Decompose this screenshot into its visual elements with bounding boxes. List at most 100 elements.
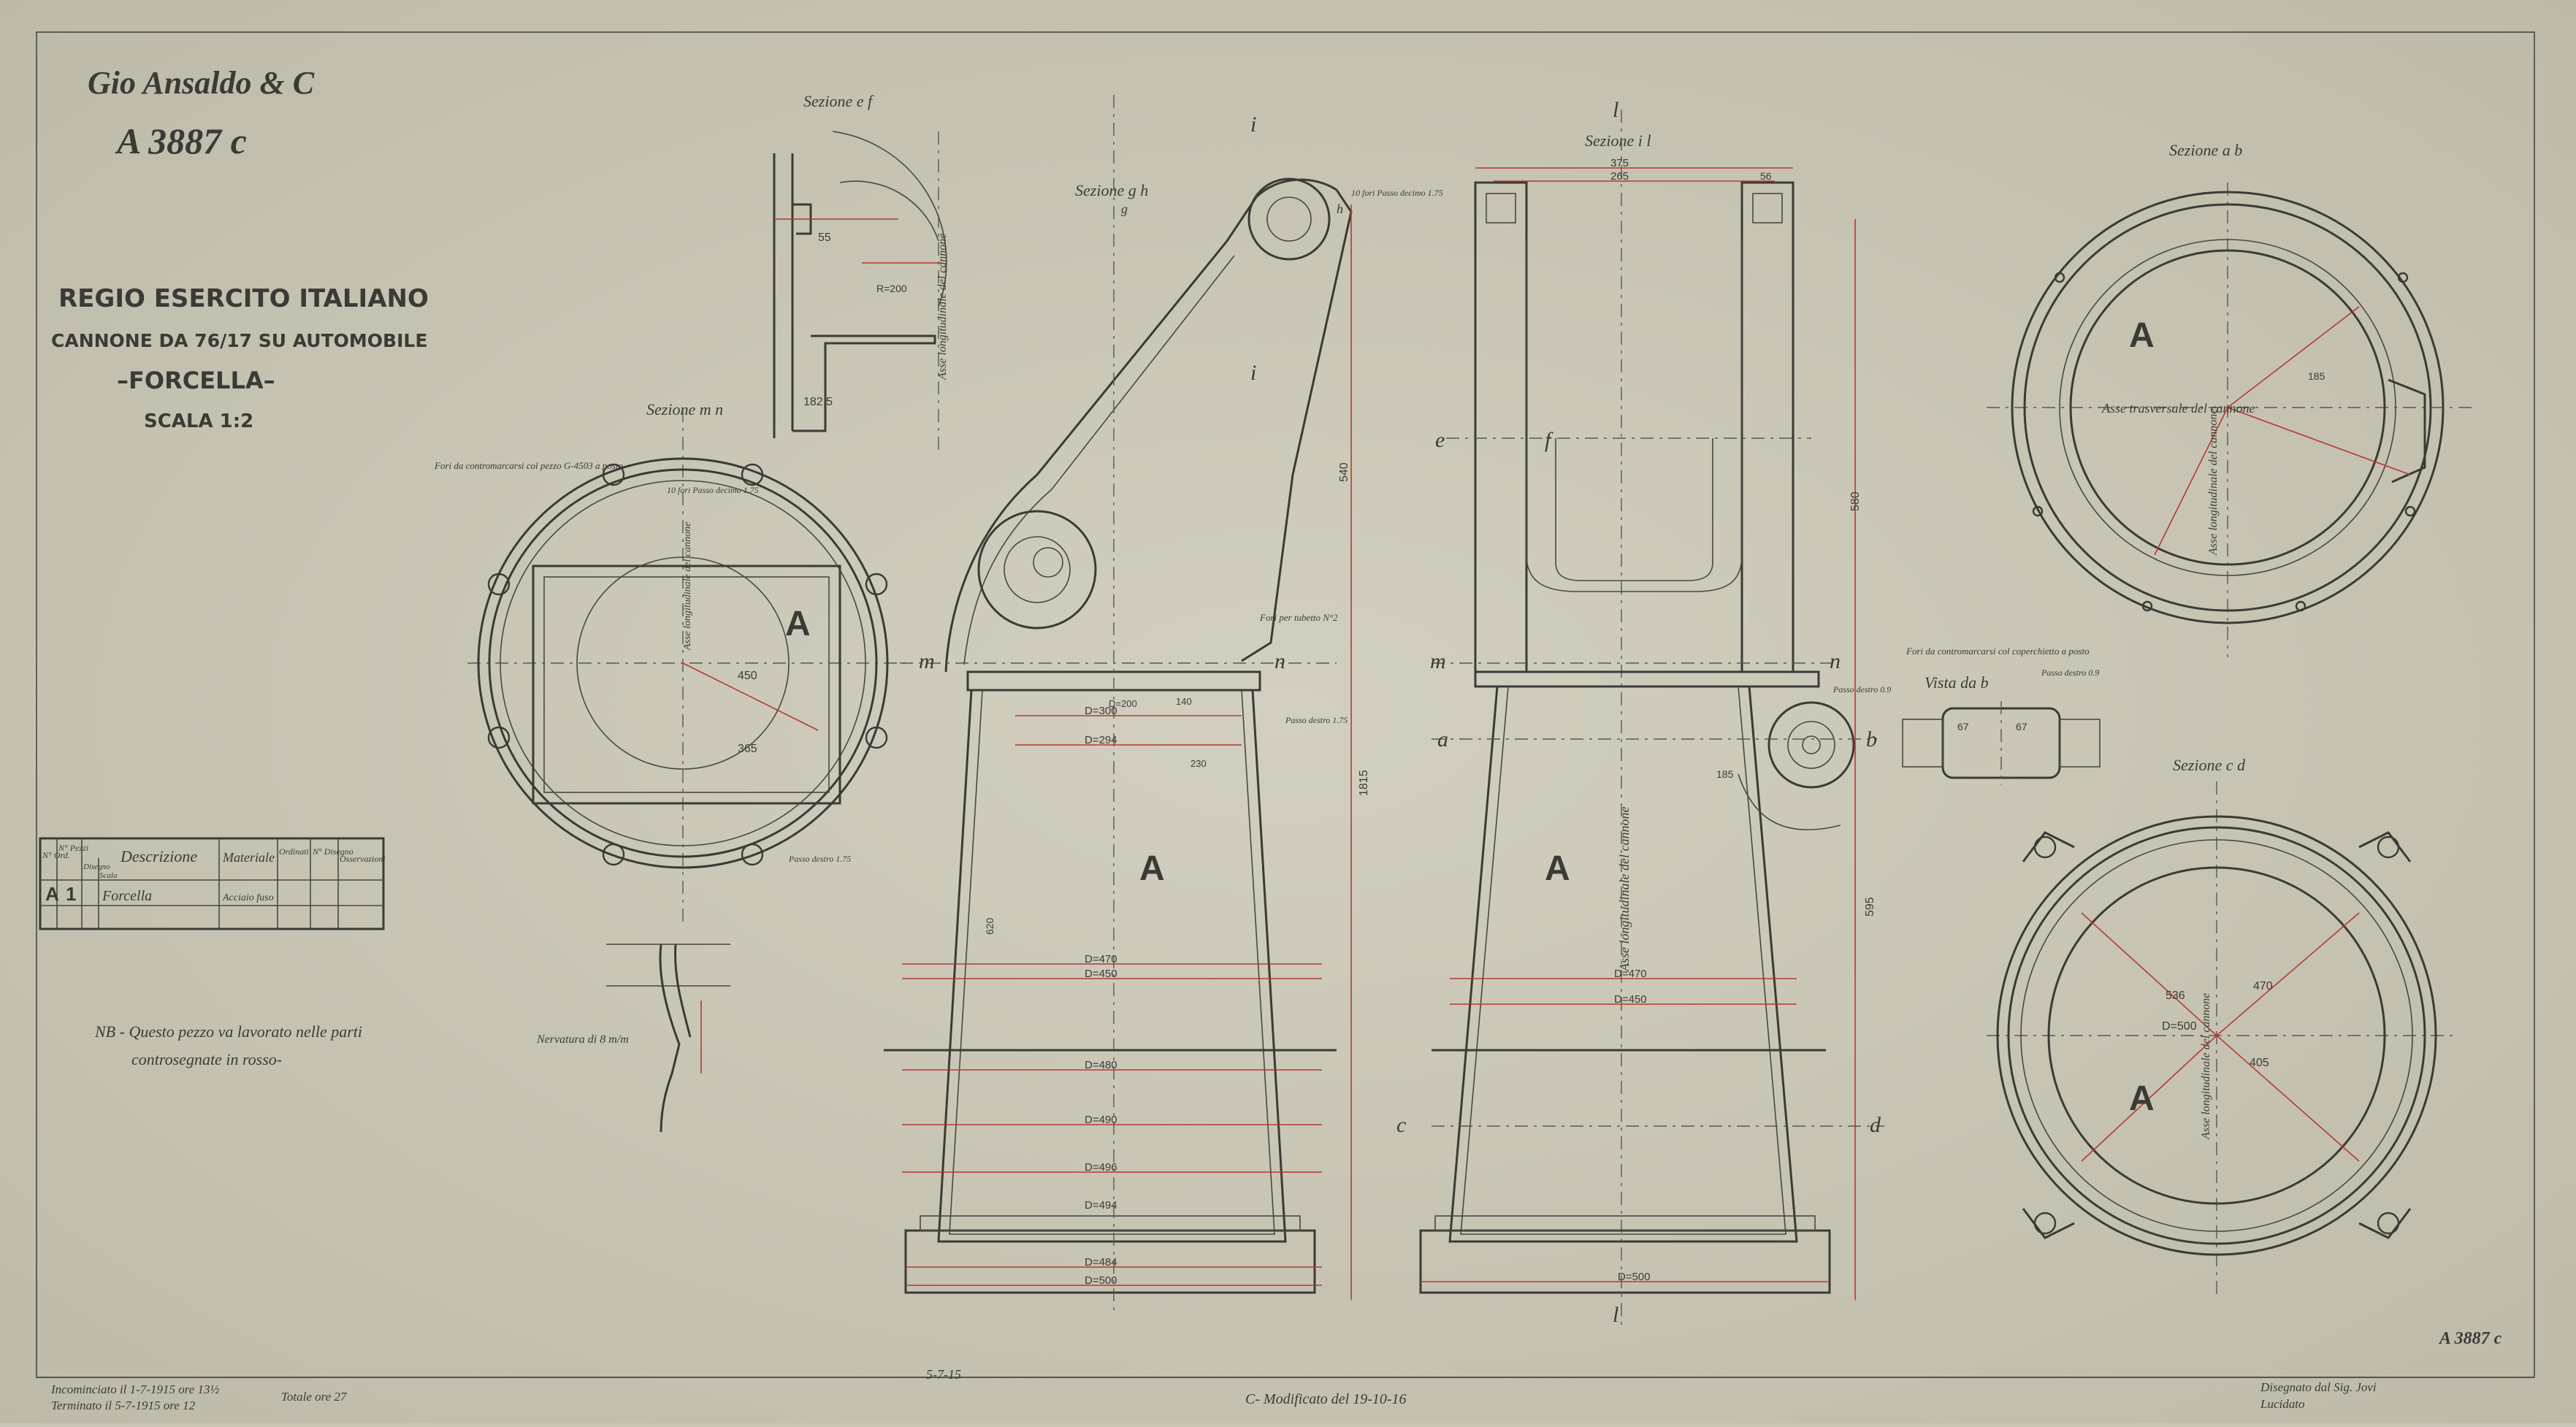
section-ef-label: Sezione e f: [803, 92, 874, 110]
table-header-description: Descrizione: [120, 847, 197, 865]
dim-d200: D=200: [1109, 698, 1137, 709]
letter-e: e: [1435, 428, 1445, 452]
table-row-qty: 1: [66, 883, 76, 905]
letter-c: c: [1396, 1113, 1406, 1137]
table-row-number: A: [45, 883, 59, 905]
footer: Incominciato il 1-7-1915 ore 13½ Termina…: [37, 1329, 2534, 1412]
dim-56: 56: [1760, 170, 1772, 182]
dim-265: 265: [1610, 170, 1629, 183]
section-ab-view: Sezione a b A Asse trasversale del canno…: [1987, 141, 2476, 657]
dim-375: 375: [1610, 157, 1629, 169]
section-cd-label: Sezione c d: [2173, 756, 2246, 774]
axis-cd-long: Asse longitudinale del cannone: [2200, 993, 2212, 1140]
dim-il-450: D=450: [1614, 993, 1647, 1006]
footer-traced: Lucidato: [2260, 1397, 2304, 1411]
dim-230: 230: [1190, 758, 1207, 769]
dim-r200: R=200: [876, 283, 907, 294]
table-header-ord: N° Ord.: [42, 850, 70, 860]
dim-540: 540: [1338, 462, 1350, 482]
footer-started: Incominciato il 1-7-1915 ore 13½: [50, 1382, 219, 1396]
section-cd-view: Sezione c d A 536 470 D=500 405 Asse lon…: [1987, 756, 2454, 1300]
letter-i-mid: i: [1250, 361, 1256, 385]
dim-484: D=484: [1085, 1256, 1117, 1269]
ab-bolt-holes: [2032, 272, 2416, 612]
axis-ef-long: Asse longitudinale del cannone: [936, 234, 949, 380]
axis-il-long: Asse longitudinale del cannone: [1617, 807, 1632, 972]
table-subheader-scala: Scala: [99, 871, 118, 880]
dim-480: D=480: [1085, 1059, 1117, 1071]
footer-drawing-number: A 3887 c: [2438, 1329, 2502, 1348]
title-block: Gio Ansaldo & C A 3887 c REGIO ESERCITO …: [51, 65, 429, 432]
view-b: Fori da contromarcarsi col coperchietto …: [1902, 646, 2101, 785]
dim-182: 182,5: [803, 396, 833, 408]
dim-405: 405: [2250, 1057, 2269, 1069]
dim-300: D=300: [1085, 705, 1117, 717]
gh-fori-note: 10 fori Passo decimo 1.75: [1351, 188, 1443, 198]
section-ab-label: Sezione a b: [2169, 141, 2242, 159]
footer-initials: 5-7-15: [926, 1367, 961, 1382]
dim-494: D=494: [1085, 1199, 1117, 1212]
ab-part-letter: A: [2129, 316, 2155, 355]
footer-modification: C- Modificato del 19-10-16: [1245, 1391, 1407, 1407]
table-header-material: Materiale: [222, 850, 275, 865]
il-part-letter: A: [1545, 849, 1570, 888]
vista-b-fori-note: Fori da contromarcarsi col coperchietto …: [1906, 646, 2090, 657]
section-il-label: Sezione i l: [1585, 131, 1651, 150]
dim-55: 55: [818, 232, 831, 244]
letter-n-left: n: [1274, 649, 1285, 673]
table-row-description: Forcella: [102, 888, 152, 904]
section-gh-label: Sezione g h: [1075, 181, 1148, 199]
letter-m-right: m: [1430, 649, 1446, 673]
dim-il-470: D=470: [1614, 968, 1647, 980]
dim-ab-185: 185: [2308, 370, 2325, 382]
letter-d: d: [1870, 1113, 1881, 1137]
footer-finished: Terminato il 5-7-1915 ore 12: [51, 1399, 196, 1412]
dim-496: D=496: [1085, 1161, 1117, 1174]
dim-1815: 1815: [1358, 770, 1370, 796]
section-mn-view: Sezione m n A 450 365 Fori da contromarc…: [434, 400, 906, 924]
dim-580: 580: [1849, 491, 1862, 511]
section-mn-label: Sezione m n: [646, 400, 723, 418]
dim-cd-500: D=500: [2162, 1020, 2197, 1033]
letter-h: h: [1337, 202, 1343, 216]
table-subheader-disegno: Disegno: [83, 862, 110, 871]
dim-490: D=490: [1085, 1114, 1117, 1126]
footer-drawn-by: Disegnato dal Sig. Jovi: [2260, 1380, 2377, 1394]
axis-ab-long: Asse longitudinale del cannone: [2207, 409, 2220, 556]
letter-i-top: i: [1250, 112, 1256, 137]
gh-passo: Passo destro 1.75: [1285, 715, 1348, 725]
dim-140: 140: [1176, 696, 1192, 707]
vista-b-passo: Passo destro 0.9: [2041, 667, 2099, 678]
dim-185: 185: [1716, 768, 1734, 780]
dim-450: D=450: [1085, 968, 1117, 980]
table-header-drawing-no: N° Disegno: [312, 846, 353, 857]
dim-294: D=294: [1085, 734, 1117, 746]
nb-line-1: NB - Questo pezzo va lavorato nelle part…: [94, 1022, 362, 1041]
dim-cd-470: 470: [2253, 980, 2273, 992]
dim-365: 365: [738, 743, 757, 755]
mn-passo-note: Passo destro 1.75: [788, 854, 851, 864]
organization-label: REGIO ESERCITO ITALIANO: [58, 284, 429, 313]
scale-label: SCALA 1:2: [144, 410, 253, 432]
dim-620: 620: [984, 917, 995, 935]
axis-ab-trans: Asse trasversale del cannone: [2101, 401, 2255, 416]
rib-note: Nervatura di 8 m/m: [536, 1033, 629, 1046]
il-passo: Passo destro 0.9: [1832, 684, 1891, 695]
drawing-number: A 3887 c: [115, 120, 247, 161]
mn-part-letter: A: [785, 605, 811, 643]
subject-label: CANNONE DA 76/17 SU AUTOMOBILE: [51, 330, 427, 351]
part-label: –FORCELLA–: [117, 367, 275, 394]
dim-470: D=470: [1085, 953, 1117, 965]
vista-b-label: Vista da b: [1925, 673, 1989, 692]
letter-b: b: [1866, 727, 1877, 751]
section-il-view: Sezione i l l l m n a b e f c d A: [1396, 98, 1891, 1329]
cd-part-letter: A: [2129, 1079, 2155, 1118]
rib-profile-detail: Nervatura di 8 m/m: [536, 944, 730, 1133]
letter-l-top: l: [1613, 98, 1618, 122]
mn-fori-note: Fori da contromarcarsi col pezzo G-4503 …: [434, 460, 623, 471]
dim-536: 536: [2166, 990, 2185, 1002]
table-row-material: Acciaio fuso: [222, 892, 274, 903]
table-header-notes: Osservazioni: [340, 854, 386, 864]
